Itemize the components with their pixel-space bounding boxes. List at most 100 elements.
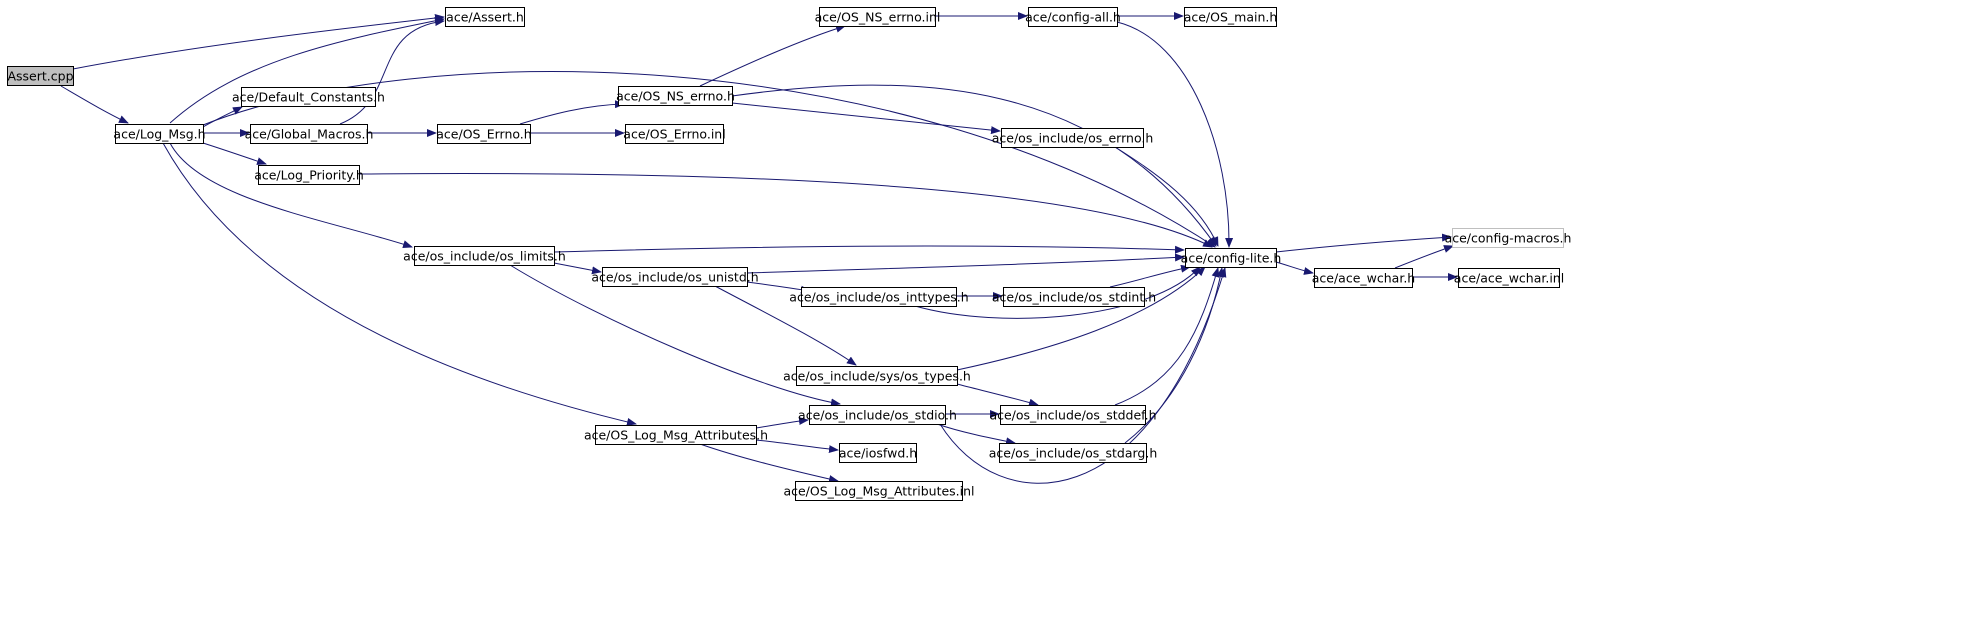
node-box (1314, 268, 1413, 288)
node-config-macros-h[interactable]: ace/config-macros.h (1445, 228, 1572, 248)
node-box (414, 246, 555, 266)
node-os-main-h[interactable]: ace/OS_main.h (1184, 7, 1278, 27)
node-label: ace/iosfwd.h (839, 446, 917, 461)
node-config-all-h[interactable]: ace/config-all.h (1025, 7, 1121, 27)
edge-os-include-sys-os-types-h-to-config-lite-h (956, 266, 1206, 371)
node-box (258, 165, 360, 185)
node-box (1001, 128, 1144, 148)
node-box (1458, 268, 1560, 288)
node-box (809, 405, 946, 425)
node-box (1028, 7, 1118, 27)
node-default-constants-h[interactable]: ace/Default_Constants.h (232, 87, 385, 107)
edge-log-msg-h-to-os-include-os-limits-h (169, 142, 413, 248)
node-label: ace/OS_Errno.h (436, 127, 531, 142)
node-label: ace/Default_Constants.h (232, 90, 385, 105)
edge-os-ns-errno-h-to-os-include-os-errno-h (731, 102, 1001, 135)
node-os-ns-errno-h[interactable]: ace/OS_NS_errno.h (616, 86, 735, 106)
edge-os-include-os-stdio-h-to-config-lite-h (939, 267, 1227, 484)
node-box (839, 443, 917, 463)
node-label: ace/Log_Priority.h (254, 168, 364, 183)
edges-layer (60, 12, 1458, 484)
node-box (1184, 7, 1277, 27)
edge-log-msg-h-to-default-constants-h (202, 106, 243, 128)
edge-os-include-os-errno-h-to-config-lite-h (1114, 146, 1219, 247)
node-assert-h[interactable]: ace/Assert.h (445, 7, 525, 27)
node-box (999, 443, 1147, 463)
node-os-include-os-limits-h[interactable]: ace/os_include/os_limits.h (403, 246, 566, 266)
edge-os-include-os-stddef-h-to-config-lite-h (1114, 267, 1220, 406)
node-config-lite-h[interactable]: ace/config-lite.h (1181, 248, 1282, 268)
node-os-include-os-unistd-h[interactable]: ace/os_include/os_unistd.h (591, 267, 759, 287)
node-os-ns-errno-inl[interactable]: ace/OS_NS_errno.inl (815, 7, 941, 27)
edge-os-errno-h-to-os-ns-errno-h (519, 100, 625, 125)
node-os-include-os-inttypes-h[interactable]: ace/os_include/os_inttypes.h (789, 287, 969, 307)
edge-config-all-h-to-config-lite-h (1116, 21, 1234, 248)
node-os-log-msg-attributes-inl[interactable]: ace/OS_Log_Msg_Attributes.inl (783, 481, 975, 501)
node-iosfwd-h[interactable]: ace/iosfwd.h (839, 443, 917, 463)
edge-os-include-os-unistd-h-to-os-include-sys-os-types-h (714, 285, 857, 366)
node-os-include-os-errno-h[interactable]: ace/os_include/os_errno.h (992, 128, 1154, 148)
node-box (801, 287, 957, 307)
node-label: ace/ace_wchar.inl (1454, 271, 1564, 286)
edge-os-include-os-stdio-h-to-os-include-os-stdarg-h (936, 423, 1016, 446)
node-ace-wchar-inl[interactable]: ace/ace_wchar.inl (1454, 268, 1564, 288)
edge-os-ns-errno-h-to-config-lite-h (731, 84, 1217, 247)
node-label: ace/os_include/os_stdio.h (798, 408, 957, 423)
node-label: ace/config-lite.h (1181, 251, 1282, 266)
edge-ace-wchar-h-to-config-macros-h (1394, 245, 1454, 269)
edge-log-msg-h-to-assert-h (169, 16, 445, 124)
edge-log-msg-h-to-log-priority-h (202, 142, 267, 165)
node-label: ace/OS_Log_Msg_Attributes.h (584, 428, 768, 443)
node-label: ace/OS_Errno.inl (623, 127, 725, 142)
edge-os-include-os-stdint-h-to-config-lite-h (1109, 264, 1191, 288)
node-box (437, 124, 531, 144)
node-label: ace/os_include/os_inttypes.h (789, 290, 968, 305)
edge-os-log-msg-attributes-h-to-os-log-msg-attributes-inl (699, 443, 839, 483)
node-log-priority-h[interactable]: ace/Log_Priority.h (254, 165, 364, 185)
node-label: ace/OS_NS_errno.inl (815, 10, 941, 25)
edge-assert-cpp-to-log-msg-h (60, 85, 129, 124)
node-box (618, 86, 733, 106)
node-box (1452, 228, 1564, 248)
node-os-include-sys-os-types-h[interactable]: ace/os_include/sys/os_types.h (783, 366, 971, 386)
node-os-include-os-stdarg-h[interactable]: ace/os_include/os_stdarg.h (989, 443, 1158, 463)
node-label: ace/OS_main.h (1184, 10, 1278, 25)
node-assert-cpp[interactable]: Assert.cpp (7, 66, 74, 86)
edge-log-priority-h-to-config-lite-h (358, 173, 1213, 248)
node-ace-wchar-h[interactable]: ace/ace_wchar.h (1312, 268, 1415, 288)
node-os-errno-inl[interactable]: ace/OS_Errno.inl (623, 124, 726, 144)
node-label: ace/os_include/os_stdarg.h (989, 446, 1158, 461)
node-global-macros-h[interactable]: ace/Global_Macros.h (245, 124, 374, 144)
node-box (602, 267, 748, 287)
edge-os-include-os-limits-h-to-os-include-os-stdio-h (509, 264, 841, 407)
node-box (241, 87, 376, 107)
node-os-include-os-stddef-h[interactable]: ace/os_include/os_stddef.h (989, 405, 1157, 425)
edge-os-include-sys-os-types-h-to-os-include-os-stddef-h (956, 383, 1039, 407)
node-os-log-msg-attributes-h[interactable]: ace/OS_Log_Msg_Attributes.h (584, 425, 768, 445)
edge-os-include-os-stdarg-h-to-config-lite-h (1124, 267, 1225, 444)
node-label: ace/os_include/os_errno.h (992, 131, 1154, 146)
node-box (7, 66, 74, 86)
node-box (1185, 248, 1277, 268)
node-label: ace/Assert.h (446, 10, 524, 25)
node-box (795, 481, 963, 501)
edge-os-log-msg-attributes-h-to-iosfwd-h (755, 439, 839, 454)
node-box (1003, 287, 1145, 307)
node-os-errno-h[interactable]: ace/OS_Errno.h (436, 124, 532, 144)
edge-os-log-msg-attributes-h-to-os-include-os-stdio-h (755, 417, 809, 429)
edge-config-lite-h-to-config-macros-h (1275, 233, 1452, 253)
node-label: ace/os_include/os_limits.h (403, 249, 566, 264)
node-box (250, 124, 368, 144)
node-box (819, 7, 936, 27)
node-label: ace/Global_Macros.h (245, 127, 374, 142)
node-log-msg-h[interactable]: ace/Log_Msg.h (113, 124, 206, 144)
nodes-layer: Assert.cpp ace/Assert.h ace/Log_Msg.h ace/D… (7, 7, 1572, 501)
edge-os-include-os-limits-h-to-os-include-os-unistd-h (553, 262, 602, 275)
node-box (796, 366, 958, 386)
node-os-include-os-stdint-h[interactable]: ace/os_include/os_stdint.h (992, 287, 1156, 307)
node-label: ace/os_include/os_stdint.h (992, 290, 1156, 305)
node-os-include-os-stdio-h[interactable]: ace/os_include/os_stdio.h (798, 405, 957, 425)
node-label: ace/Log_Msg.h (113, 127, 205, 142)
node-label: ace/OS_NS_errno.h (616, 89, 735, 104)
